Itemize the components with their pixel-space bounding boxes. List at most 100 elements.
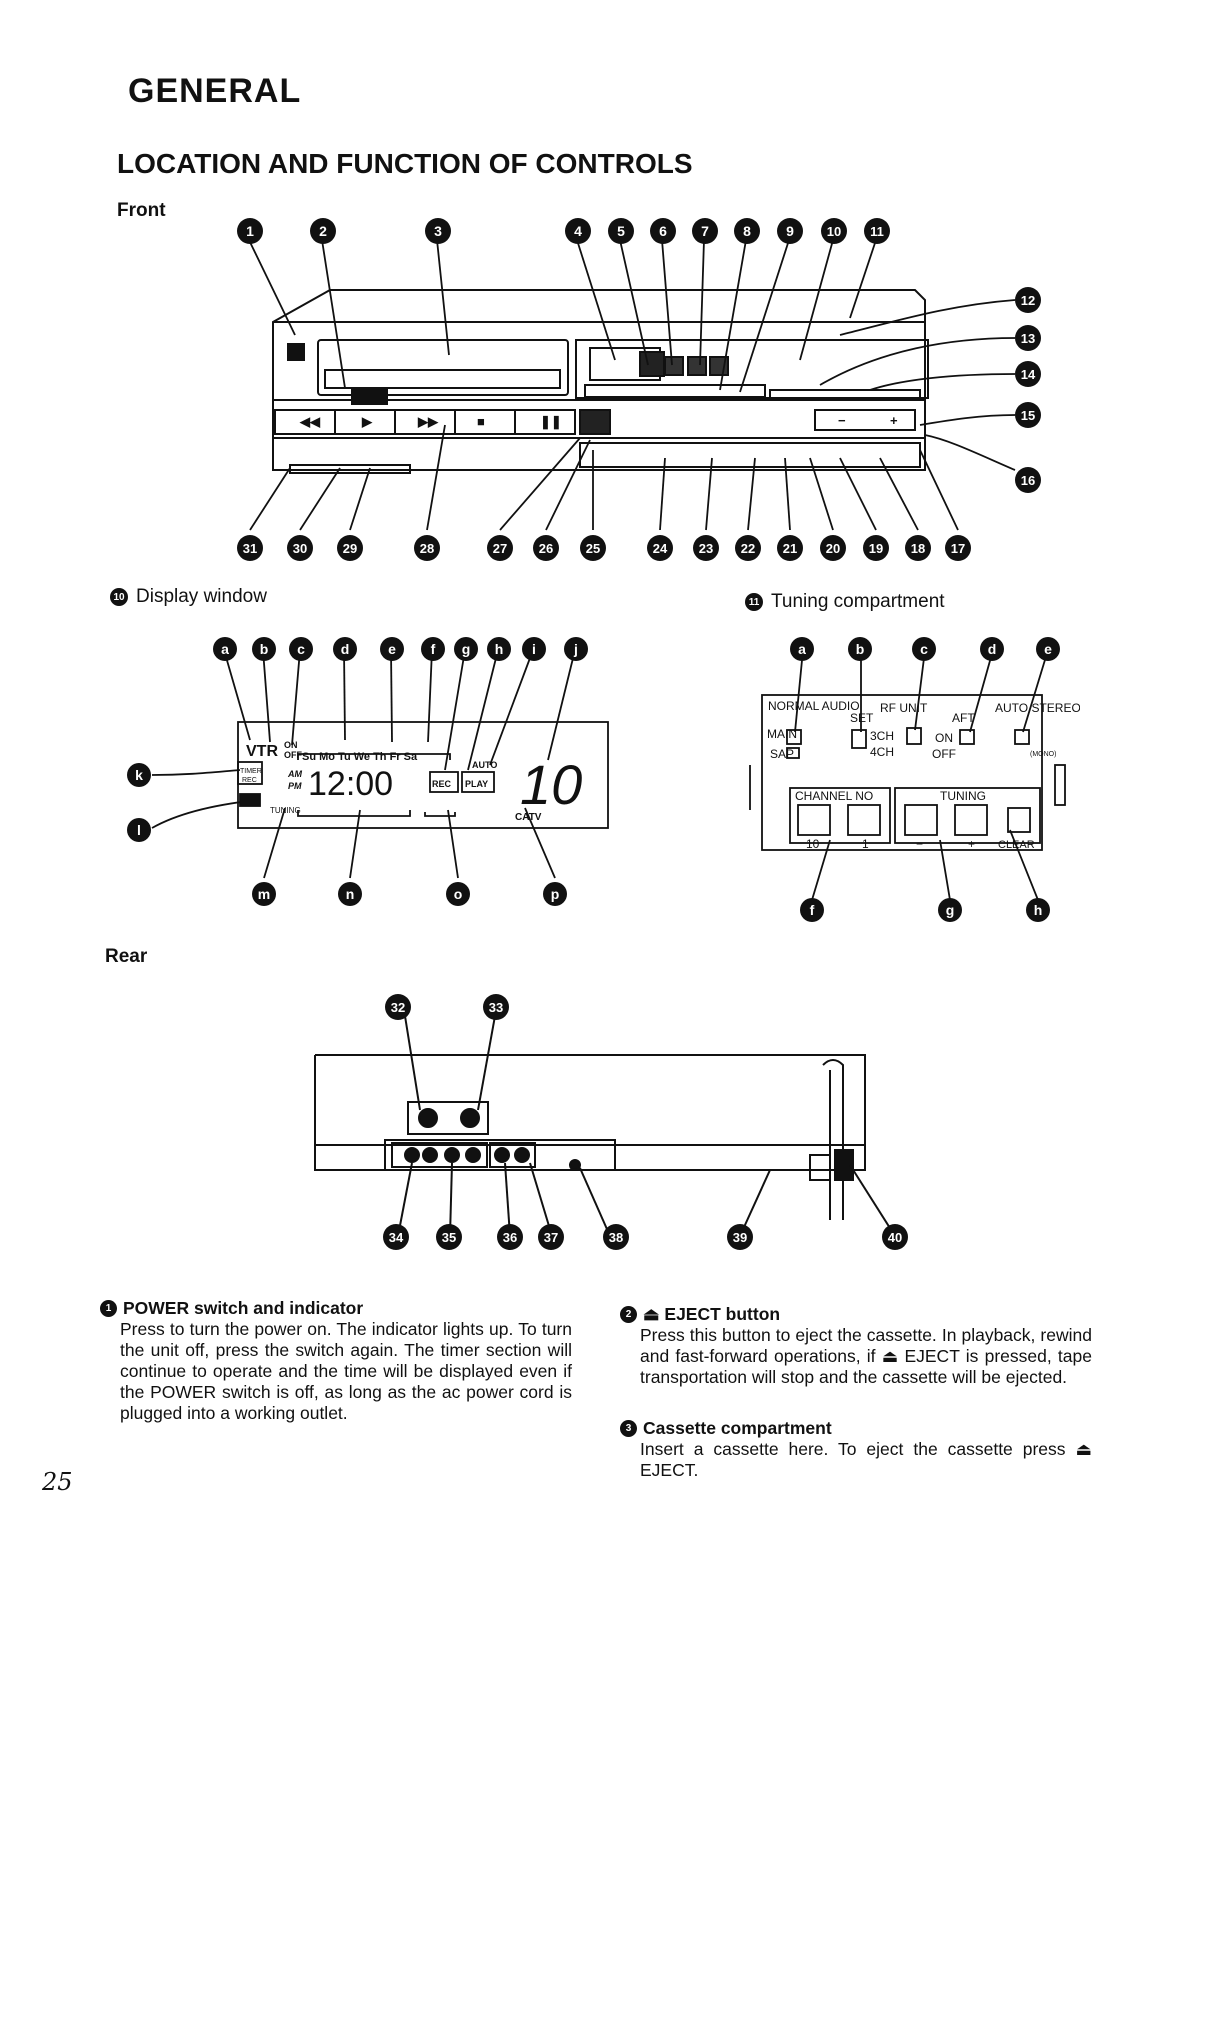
svg-text:◀◀: ◀◀ bbox=[299, 414, 321, 429]
sap-text: SAP bbox=[770, 747, 794, 761]
svg-text:❚❚: ❚❚ bbox=[540, 414, 562, 430]
on-text: ON bbox=[935, 731, 953, 745]
ten-text: 10 bbox=[806, 837, 820, 851]
callout-l: l bbox=[127, 818, 151, 842]
callout-6: 6 bbox=[650, 218, 676, 244]
description-num: 1 bbox=[100, 1300, 117, 1317]
caption-text: Tuning compartment bbox=[771, 591, 945, 612]
tuning-callout-d: d bbox=[980, 637, 1004, 661]
callout-16: 16 bbox=[1015, 467, 1041, 493]
mono-text: (MONO) bbox=[1030, 751, 1056, 758]
tuning-callout-e: e bbox=[1036, 637, 1060, 661]
callout-m: m bbox=[252, 882, 276, 906]
svg-text:▶▶: ▶▶ bbox=[417, 414, 439, 429]
off-text: OFF bbox=[284, 750, 302, 760]
description-num: 2 bbox=[620, 1306, 637, 1323]
callout-37: 37 bbox=[538, 1224, 564, 1250]
callout-31: 31 bbox=[237, 535, 263, 561]
callout-8: 8 bbox=[734, 218, 760, 244]
callout-35: 35 bbox=[436, 1224, 462, 1250]
callout-7: 7 bbox=[692, 218, 718, 244]
callout-2: 2 bbox=[310, 218, 336, 244]
description-1: 1 POWER switch and indicator Press to tu… bbox=[100, 1298, 572, 1424]
channel-no-text: CHANNEL NO bbox=[795, 789, 873, 803]
callout-38: 38 bbox=[603, 1224, 629, 1250]
front-panel-diagram: ◀◀ ▶ ▶▶ ■ ❚❚ − + bbox=[248, 239, 1016, 531]
callout-10: 10 bbox=[821, 218, 847, 244]
callout-9: 9 bbox=[777, 218, 803, 244]
timer-rec-text: REC bbox=[242, 777, 257, 784]
callout-39: 39 bbox=[727, 1224, 753, 1250]
callout-14: 14 bbox=[1015, 361, 1041, 387]
description-body: Insert a cassette here. To eject the cas… bbox=[640, 1439, 1092, 1480]
caption-num: 11 bbox=[745, 593, 763, 611]
rec-text: REC bbox=[432, 779, 452, 789]
minus-text: − bbox=[916, 837, 923, 851]
page-heading: GENERAL bbox=[128, 72, 302, 110]
tuning-text: TUNING bbox=[270, 806, 301, 815]
callout-28: 28 bbox=[414, 535, 440, 561]
description-3: 3 Cassette compartment Insert a cassette… bbox=[620, 1418, 1092, 1481]
callout-3: 3 bbox=[425, 218, 451, 244]
callout-c: c bbox=[289, 637, 313, 661]
callout-d: d bbox=[333, 637, 357, 661]
tuning-callout-g: g bbox=[938, 898, 962, 922]
description-2: 2 ⏏ EJECT button Press this button to ej… bbox=[620, 1304, 1092, 1388]
callout-o: o bbox=[446, 882, 470, 906]
3ch-text: 3CH bbox=[870, 729, 894, 743]
callout-21: 21 bbox=[777, 535, 803, 561]
description-title: 3 Cassette compartment bbox=[620, 1418, 1092, 1439]
description-title-text: ⏏ EJECT button bbox=[643, 1304, 781, 1324]
one-text: 1 bbox=[862, 837, 869, 851]
timer-text: TIMER bbox=[240, 768, 262, 775]
callout-30: 30 bbox=[287, 535, 313, 561]
4ch-text: 4CH bbox=[870, 745, 894, 759]
tuning-callout-h: h bbox=[1026, 898, 1050, 922]
description-body: Press to turn the power on. The indicato… bbox=[120, 1319, 572, 1423]
callout-4: 4 bbox=[565, 218, 591, 244]
callout-23: 23 bbox=[693, 535, 719, 561]
description-title-text: POWER switch and indicator bbox=[123, 1298, 364, 1318]
callout-36: 36 bbox=[497, 1224, 523, 1250]
svg-text:−: − bbox=[838, 413, 846, 428]
main-text: MAIN bbox=[767, 727, 797, 741]
callout-11: 11 bbox=[864, 218, 890, 244]
callout-26: 26 bbox=[533, 535, 559, 561]
callout-25: 25 bbox=[580, 535, 606, 561]
display-window-caption: 10 Display window bbox=[110, 586, 267, 608]
plus-text: + bbox=[968, 837, 975, 851]
callout-34: 34 bbox=[383, 1224, 409, 1250]
callout-29: 29 bbox=[337, 535, 363, 561]
rf-unit-text: RF UNIT bbox=[880, 701, 928, 715]
callout-5: 5 bbox=[608, 218, 634, 244]
page-number: 25 bbox=[42, 1468, 73, 1496]
callout-j: j bbox=[564, 637, 588, 661]
aft-text: AFT bbox=[952, 711, 975, 725]
callout-24: 24 bbox=[647, 535, 673, 561]
callout-22: 22 bbox=[735, 535, 761, 561]
callout-f: f bbox=[421, 637, 445, 661]
tuning-callout-b: b bbox=[848, 637, 872, 661]
callout-17: 17 bbox=[945, 535, 971, 561]
svg-text:▶: ▶ bbox=[361, 414, 373, 429]
callout-18: 18 bbox=[905, 535, 931, 561]
description-title: 1 POWER switch and indicator bbox=[100, 1298, 572, 1319]
callout-e: e bbox=[380, 637, 404, 661]
callout-n: n bbox=[338, 882, 362, 906]
rear-label: Rear bbox=[105, 946, 148, 967]
auto-text: AUTO bbox=[472, 760, 497, 770]
callout-p: p bbox=[543, 882, 567, 906]
description-num: 3 bbox=[620, 1420, 637, 1437]
tuning-callout-c: c bbox=[912, 637, 936, 661]
caption-text: Display window bbox=[136, 586, 267, 607]
off-text: OFF bbox=[932, 747, 956, 761]
front-label: Front bbox=[117, 200, 166, 221]
callout-19: 19 bbox=[863, 535, 889, 561]
svg-text:■: ■ bbox=[477, 414, 485, 429]
normal-audio-text: NORMAL AUDIO bbox=[768, 699, 860, 713]
callout-15: 15 bbox=[1015, 402, 1041, 428]
callout-32: 32 bbox=[385, 994, 411, 1020]
callout-i: i bbox=[522, 637, 546, 661]
tuning-callout-f: f bbox=[800, 898, 824, 922]
svg-text:+: + bbox=[890, 413, 898, 428]
